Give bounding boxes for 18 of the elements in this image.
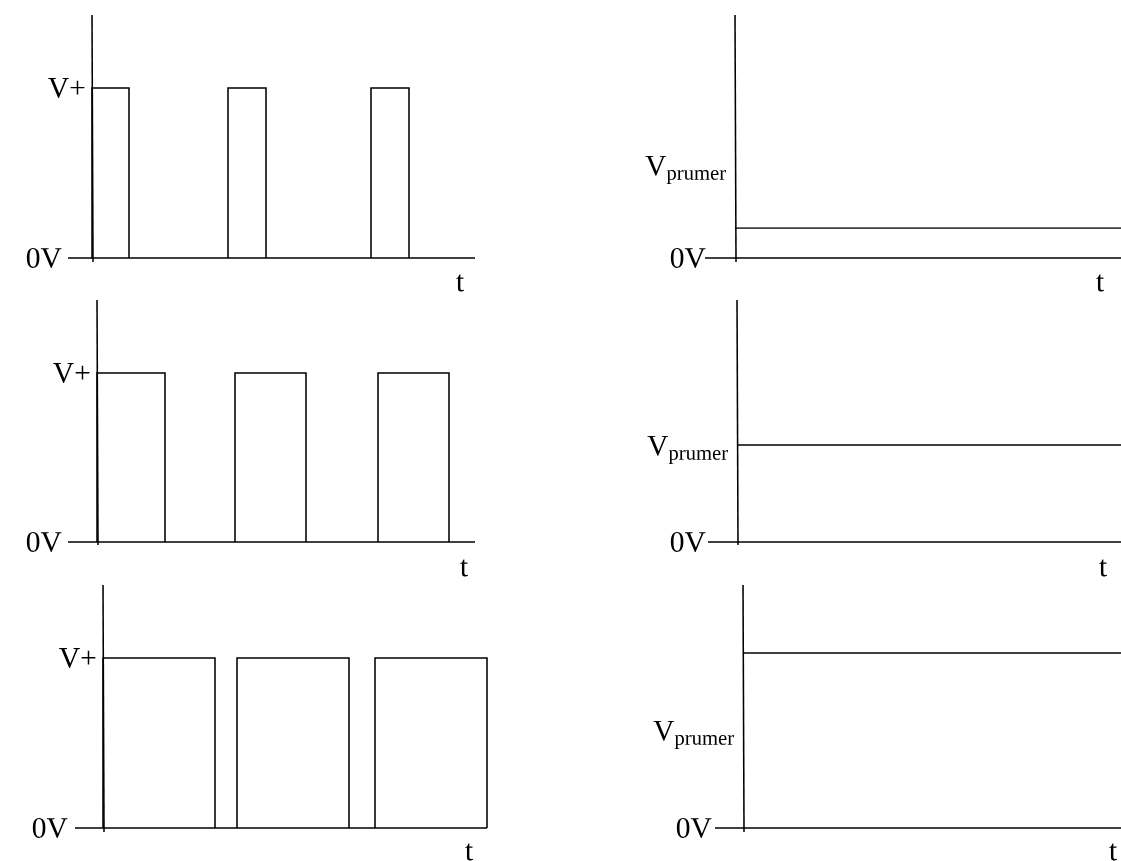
voltage-label: 0V (32, 817, 68, 839)
voltage-label: 0V (670, 247, 706, 269)
voltage-label: 0V (670, 531, 706, 553)
time-label: t (460, 559, 468, 577)
voltage-label: 0V (676, 817, 712, 839)
time-label: t (465, 843, 473, 861)
time-label: t (1109, 843, 1117, 861)
time-label: t (456, 274, 464, 292)
voltage-label: V$_{prumer}$ (647, 435, 728, 465)
voltage-label: V+ (59, 648, 96, 668)
voltage-label: 0V (26, 531, 62, 553)
time-label: t (1099, 559, 1107, 577)
time-label: t (1096, 274, 1104, 292)
voltage-label: 0V (26, 247, 62, 269)
voltage-label: V$_{prumer}$ (653, 720, 734, 750)
voltage-label: V+ (53, 363, 90, 383)
voltage-label: V$_{prumer}$ (645, 155, 726, 185)
voltage-label: V+ (48, 78, 85, 98)
